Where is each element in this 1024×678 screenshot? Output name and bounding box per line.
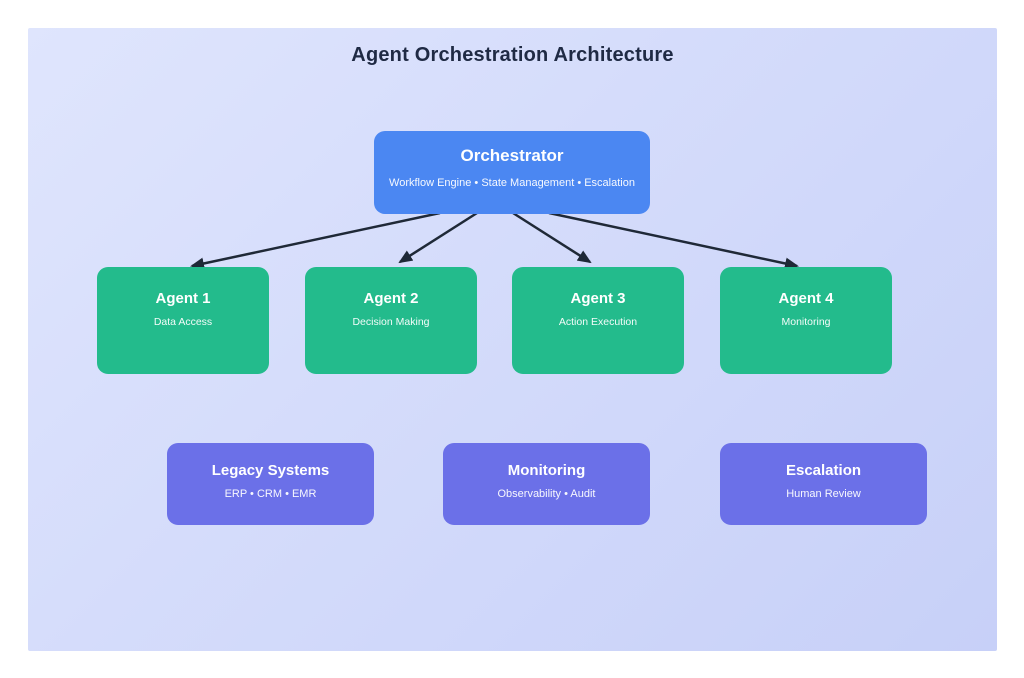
orchestrator-node-subtitle: Workflow Engine • State Management • Esc… xyxy=(389,177,635,189)
arrow-orchestrator-to-agent-4 xyxy=(548,211,799,270)
agent-1-node-title: Agent 1 xyxy=(155,290,211,307)
orchestrator-node-title: Orchestrator xyxy=(460,146,564,165)
legacy-systems-node-title: Legacy Systems xyxy=(211,462,330,479)
legacy-systems-node-subtitle: ERP • CRM • EMR xyxy=(224,488,317,500)
escalation-node[interactable]: Escalation Human Review xyxy=(720,443,927,525)
agent-2-node-title: Agent 2 xyxy=(363,290,419,307)
agent-4-node[interactable]: Agent 4 Monitoring xyxy=(720,267,892,374)
agent-2-node[interactable]: Agent 2 Decision Making xyxy=(305,267,477,374)
escalation-node-subtitle: Human Review xyxy=(786,488,861,500)
monitoring-node-title: Monitoring xyxy=(507,462,586,479)
monitoring-node[interactable]: Monitoring Observability • Audit xyxy=(443,443,650,525)
legacy-systems-node[interactable]: Legacy Systems ERP • CRM • EMR xyxy=(167,443,374,525)
diagram-canvas: Agent Orchestration Architecture Orchest… xyxy=(28,28,997,651)
agent-3-node-subtitle: Action Execution xyxy=(558,316,638,328)
monitoring-node-subtitle: Observability • Audit xyxy=(497,488,596,500)
agent-4-node-title: Agent 4 xyxy=(778,290,834,307)
orchestrator-node[interactable]: Orchestrator Workflow Engine • State Man… xyxy=(374,131,650,214)
diagram-title: Agent Orchestration Architecture xyxy=(351,44,674,66)
escalation-node-title: Escalation xyxy=(785,462,862,479)
agent-3-node[interactable]: Agent 3 Action Execution xyxy=(512,267,684,374)
arrow-orchestrator-to-agent-1 xyxy=(190,211,441,270)
arrow-orchestrator-to-agent-3 xyxy=(512,211,592,264)
arrow-orchestrator-to-agent-2 xyxy=(398,211,478,264)
agent-4-node-subtitle: Monitoring xyxy=(781,316,831,328)
agent-3-node-title: Agent 3 xyxy=(570,290,626,307)
agent-1-node[interactable]: Agent 1 Data Access xyxy=(97,267,269,374)
agent-2-node-subtitle: Decision Making xyxy=(352,316,430,328)
agent-1-node-subtitle: Data Access xyxy=(153,316,213,328)
